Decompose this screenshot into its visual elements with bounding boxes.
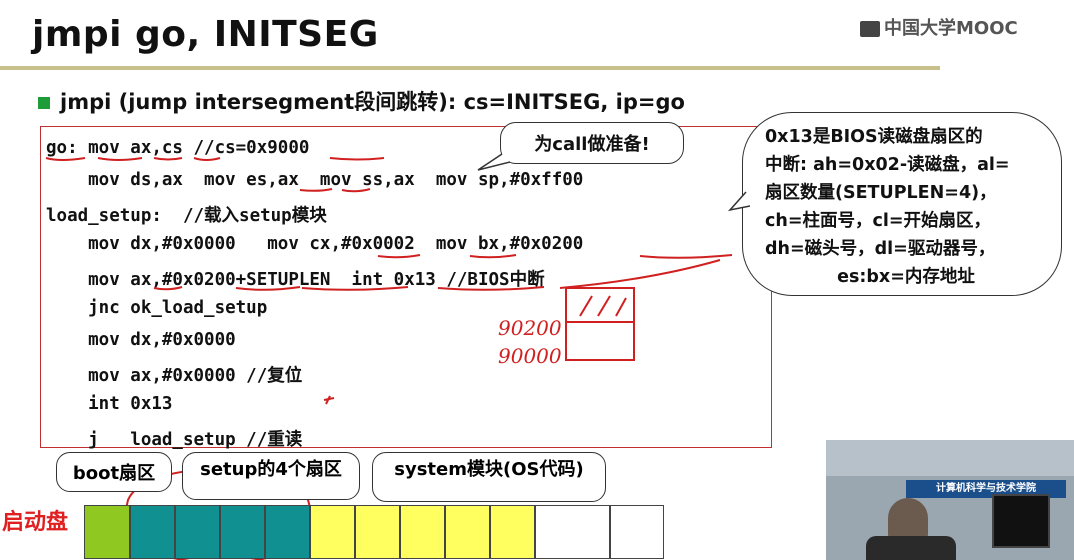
video-banner: 计算机科学与技术学院: [906, 480, 1066, 498]
underline-0200b: [235, 286, 301, 291]
tag-system-module: system模块(OS代码): [372, 452, 606, 502]
disk-cell-system: [490, 505, 535, 559]
memory-box-lower: [565, 321, 635, 361]
code-line: mov dx,#0x0000 mov cx,#0x0002 mov bx,#0x…: [46, 234, 584, 254]
callout-bios-int13: 0x13是BIOS读磁盘扇区的 中断: ah=0x02-读磁盘，al= 扇区数量…: [742, 112, 1062, 296]
code-line: load_setup: //载入setup模块: [46, 206, 327, 226]
underline-0200: [639, 254, 733, 259]
disk-cell-setup: [265, 505, 310, 559]
mooc-logo-icon: [860, 21, 880, 37]
underline-ax3: [153, 286, 183, 291]
underline-setuplen: [301, 286, 409, 291]
underline-0002: [469, 254, 517, 259]
lecturer-video-inset: 计算机科学与技术学院: [826, 440, 1074, 560]
underline-mov: [97, 157, 143, 161]
handwritten-address-90200: 90200: [498, 316, 562, 340]
callout1-pointer: [477, 153, 511, 171]
callout2-pointer: [727, 191, 751, 212]
disk-cell-boot: [84, 505, 130, 559]
code-line: int 0x13: [46, 394, 173, 414]
code-line: go: mov ax,cs //cs=0x9000: [46, 138, 310, 158]
tag-setup-sectors: setup的4个扇区: [182, 452, 360, 500]
memory-hatch: [579, 295, 627, 317]
mooc-logo-text: 中国大学MOOC: [884, 18, 1018, 39]
handwritten-address-90000: 90000: [498, 344, 562, 368]
underline-cs: [193, 157, 221, 161]
bios-note-line: es:bx=内存地址: [837, 267, 975, 287]
underline-ax2: [341, 188, 371, 193]
disk-cell-setup: [175, 505, 220, 559]
underline-ax: [153, 157, 183, 161]
bios-note-line: dh=磁头号，dl=驱动器号，: [765, 239, 996, 259]
tag-boot-sector: boot扇区: [56, 452, 172, 492]
bullet-square-icon: [38, 97, 50, 109]
disk-cell-setup: [130, 505, 175, 559]
monitor-icon: [992, 494, 1050, 548]
video-backdrop: [826, 440, 1074, 476]
disk-cell-setup: [220, 505, 265, 559]
disk-cell-system: [400, 505, 445, 559]
disk-cell-empty: [610, 505, 664, 559]
title-divider: [0, 66, 940, 70]
bios-note-line: 扇区数量(SETUPLEN=4)，: [765, 183, 997, 203]
bullet-point: jmpi (jump intersegment段间跳转): cs=INITSEG…: [38, 86, 685, 116]
bios-note-line: ch=柱面号，cl=开始扇区，: [765, 211, 992, 231]
code-line: jnc ok_load_setup: [46, 298, 268, 318]
code-line: mov dx,#0x0000: [46, 330, 236, 350]
underline-es: [299, 188, 333, 192]
code-line: j load_setup //重读: [46, 430, 303, 450]
underline-9000: [329, 157, 385, 161]
presenter-silhouette: [888, 498, 928, 542]
disk-cell-system: [310, 505, 355, 559]
boot-disk-label: 启动盘: [2, 510, 69, 535]
underline-int13: [437, 286, 545, 291]
underline-go: [45, 157, 86, 161]
bullet-text: jmpi (jump intersegment段间跳转): cs=INITSEG…: [60, 90, 685, 114]
disk-cell-empty: [535, 505, 610, 559]
code-line: mov ax,#0x0000 //复位: [46, 366, 303, 386]
underline-bios: [559, 259, 721, 289]
bios-note-line: 中断: ah=0x02-读磁盘，al=: [765, 155, 1010, 175]
tick-mark: [323, 395, 335, 405]
presenter-body: [866, 536, 956, 560]
disk-cell-system: [355, 505, 400, 559]
code-line: mov ds,ax mov es,ax mov ss,ax mov sp,#0x…: [46, 170, 584, 190]
underline-cx: [377, 254, 421, 259]
mooc-logo: 中国大学MOOC: [860, 14, 1018, 40]
callout-prepare-call: 为call做准备!: [500, 122, 684, 164]
disk-cell-system: [445, 505, 490, 559]
memory-box-upper: [565, 287, 635, 323]
slide-title: jmpi go, INITSEG: [32, 14, 379, 55]
code-line: mov ax,#0x0200+SETUPLEN int 0x13 //BIOS中…: [46, 270, 545, 290]
bios-note-line: 0x13是BIOS读磁盘扇区的: [765, 127, 983, 147]
